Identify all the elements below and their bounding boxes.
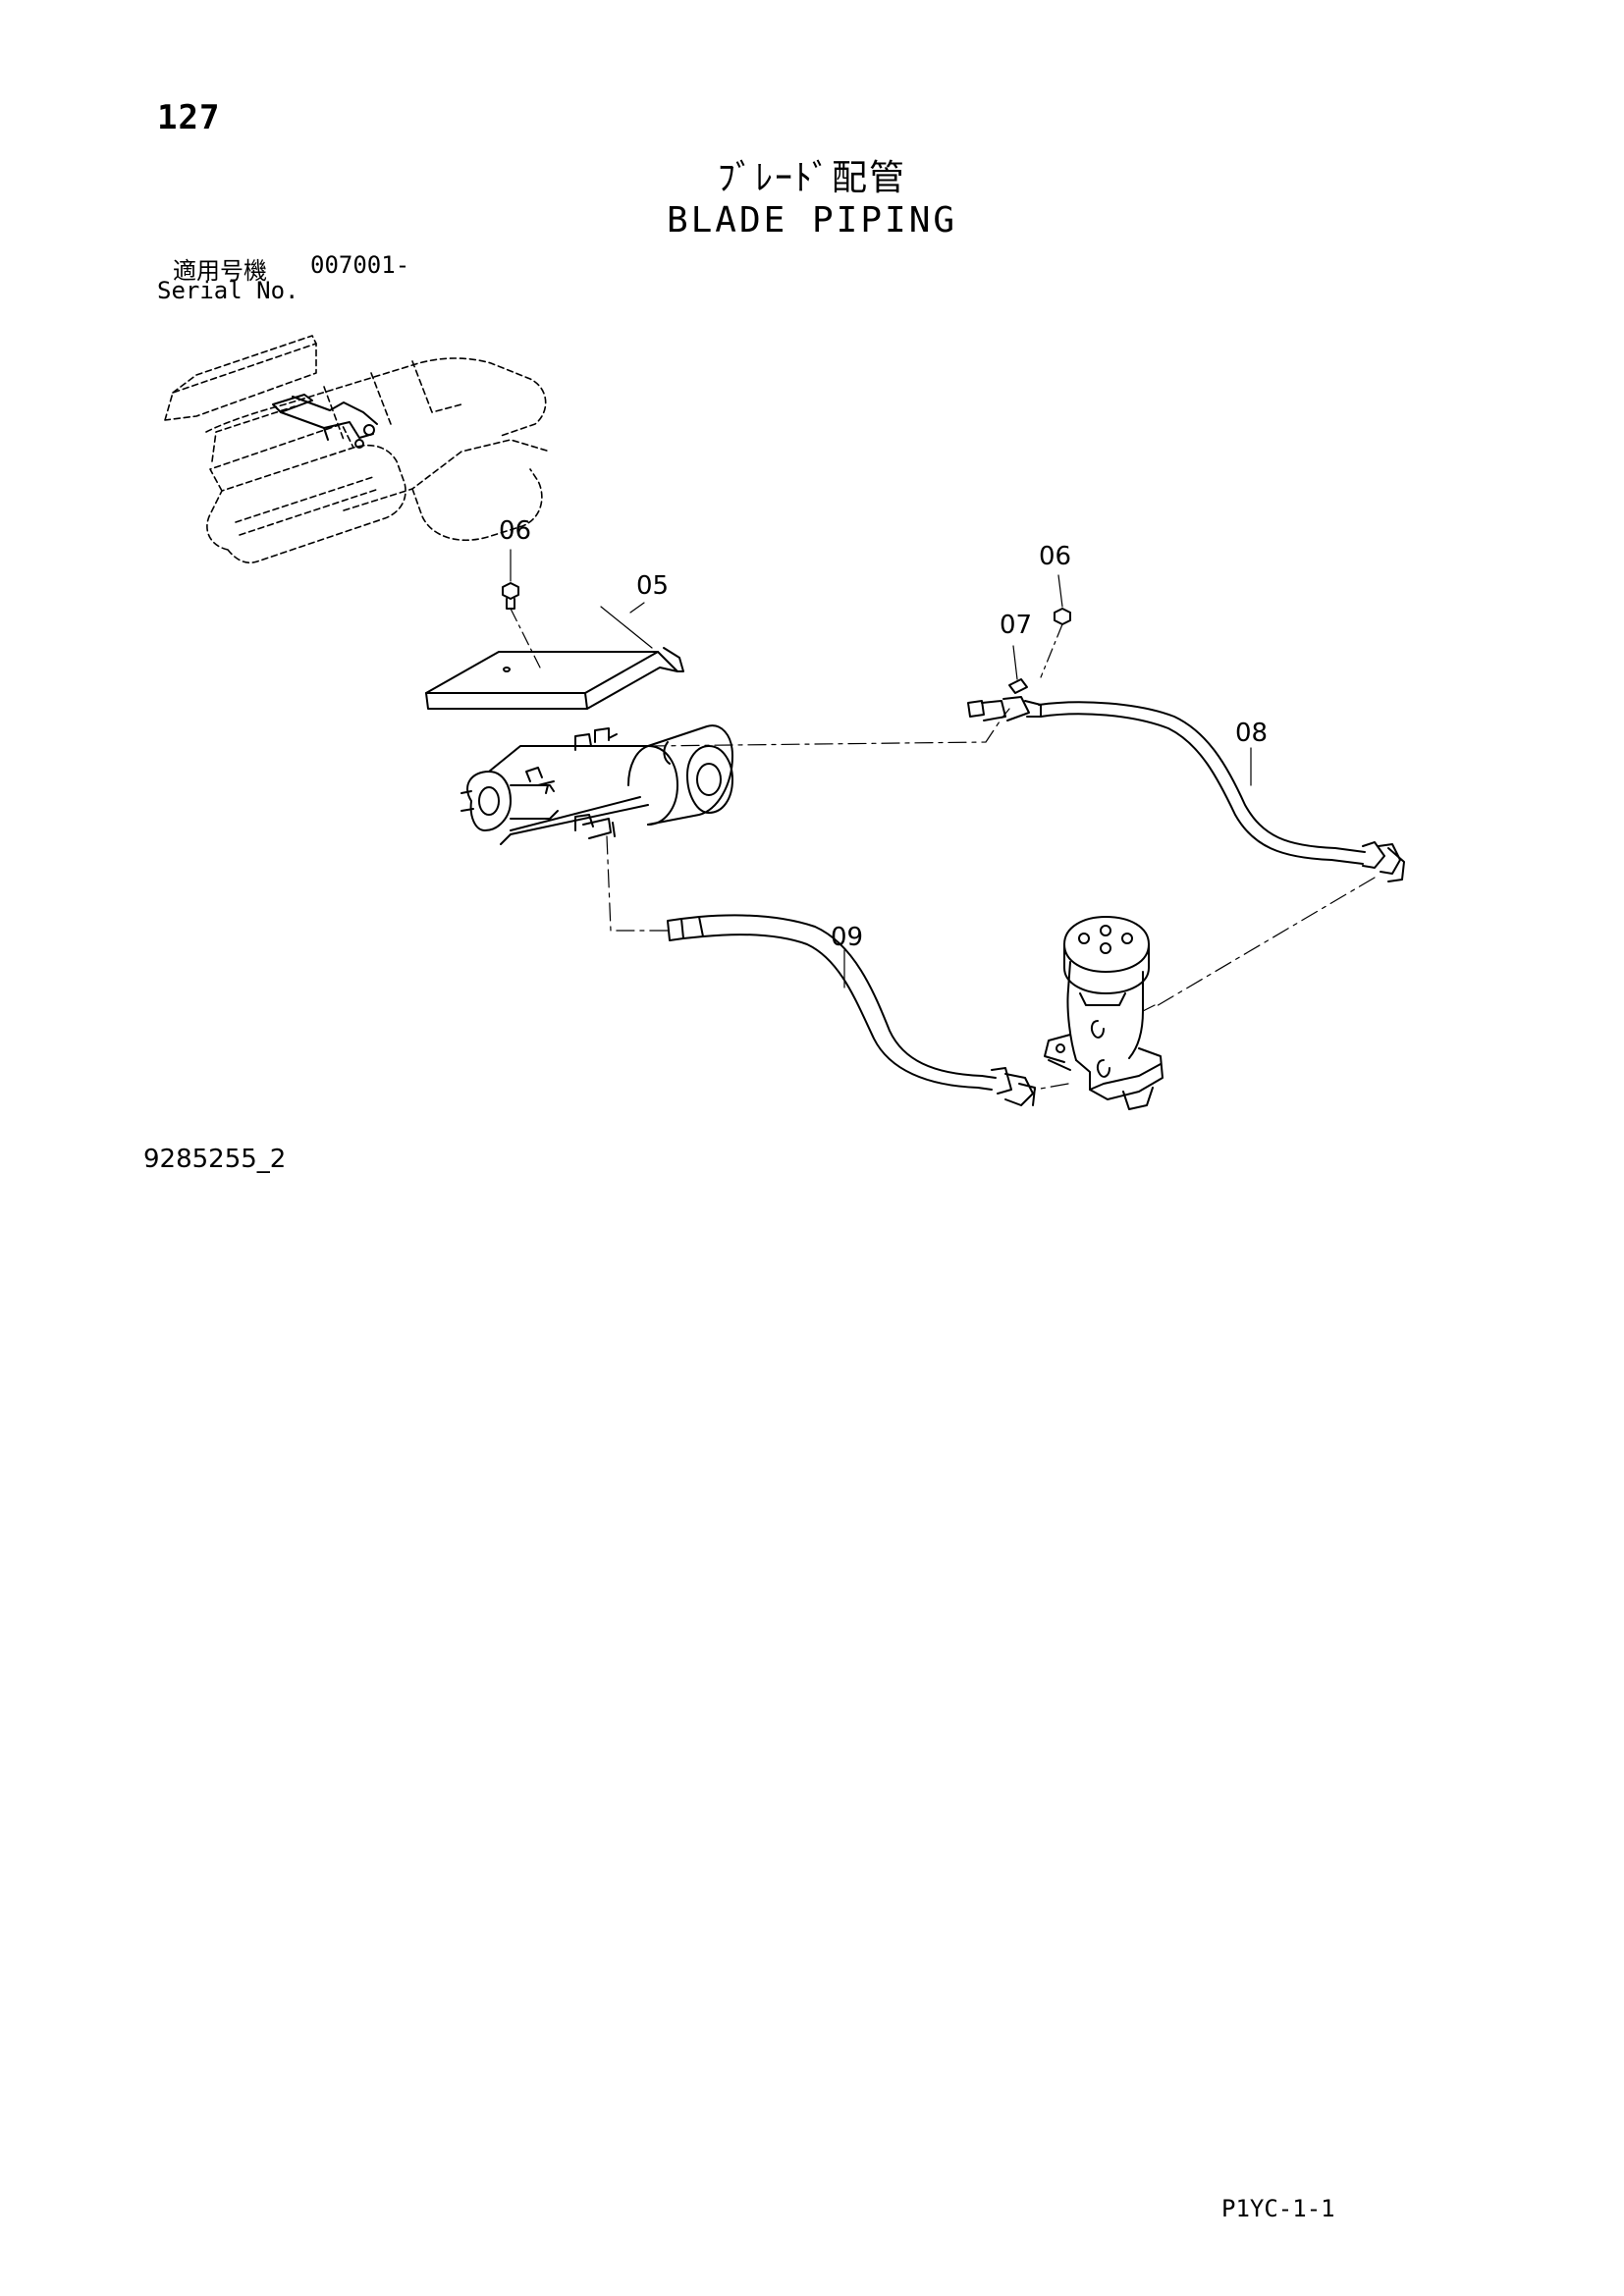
bolt-06-left-axis xyxy=(510,608,541,668)
blade-cylinder xyxy=(460,724,733,845)
page-code: P1YC-1-1 xyxy=(1221,2195,1335,2222)
bolt-06-left xyxy=(502,549,519,610)
connection-lines xyxy=(606,708,1376,1091)
title-japanese: ﾌﾞﾚｰﾄﾞ配管 xyxy=(717,158,906,198)
bolt-06-right xyxy=(1040,574,1071,678)
cover-plate-05 xyxy=(425,606,684,710)
swivel-joint xyxy=(1044,916,1164,1110)
machine-overview-detail xyxy=(272,394,378,449)
leader-lines xyxy=(629,602,645,614)
hose-09 xyxy=(667,914,1036,1106)
page-number: 127 xyxy=(157,98,221,137)
callout-06-left: 06 xyxy=(499,516,532,546)
serial-range: 007001- xyxy=(310,251,410,279)
callout-06-right: 06 xyxy=(1039,542,1072,571)
machine-overview xyxy=(164,335,551,564)
drawing-number: 9285255_2 xyxy=(143,1145,287,1174)
serial-label-japanese: 適用号機 xyxy=(173,257,267,285)
callout-09: 09 xyxy=(831,923,864,952)
callout-05: 05 xyxy=(636,571,670,601)
parts-diagram xyxy=(164,335,1405,1110)
fitting-07 xyxy=(1008,645,1028,694)
callout-07: 07 xyxy=(1000,611,1033,640)
hose-08 xyxy=(967,696,1405,882)
callout-08: 08 xyxy=(1235,719,1269,748)
serial-label-english: Serial No. xyxy=(157,277,299,304)
title-english: BLADE PIPING xyxy=(666,200,958,240)
